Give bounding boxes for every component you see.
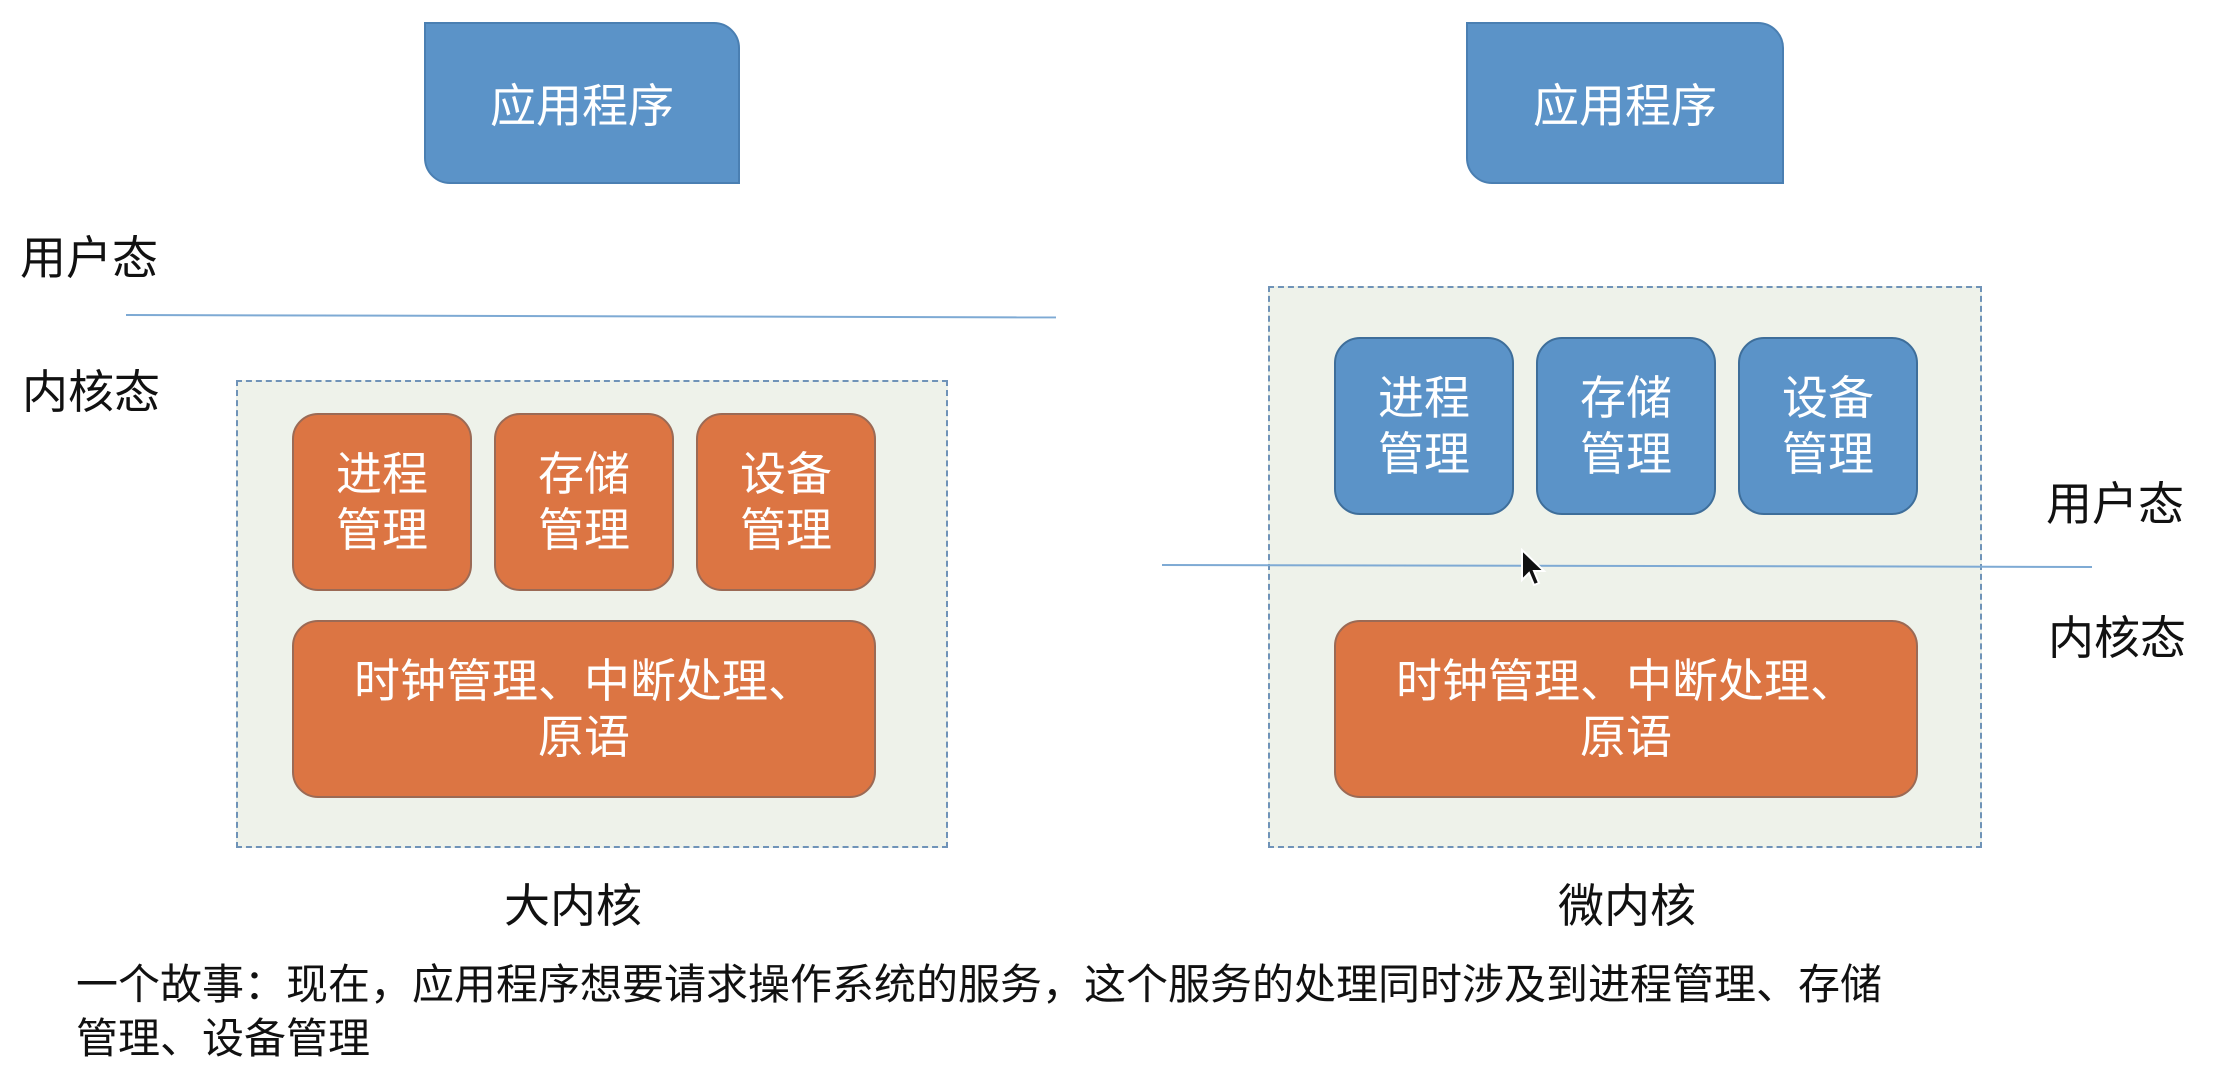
right-application-label: 应用程序 [1533,79,1717,133]
left-kernel-mode-label: 内核态 [22,365,160,419]
left-application-label: 应用程序 [490,79,674,133]
right-device-line2: 管理 [1782,427,1874,481]
left-mode-divider [125,314,1056,319]
right-process-line1: 进程 [1378,371,1470,425]
left-storage-management-module: 存储 管理 [494,413,674,591]
left-process-line1: 进程 [336,447,428,501]
left-device-line2: 管理 [740,503,832,557]
left-device-line1: 设备 [740,447,832,501]
right-kernel-mode-label: 内核态 [2048,611,2186,665]
right-core-line2: 原语 [1580,710,1672,764]
left-core-line2: 原语 [538,710,630,764]
left-core-functions-module: 时钟管理、中断处理、 原语 [292,620,876,798]
right-storage-management-module: 存储 管理 [1536,337,1716,515]
left-diagram-caption: 大内核 [504,879,642,933]
right-device-line1: 设备 [1782,371,1874,425]
left-process-line2: 管理 [336,503,428,557]
left-core-line1: 时钟管理、中断处理、 [354,654,814,708]
right-diagram-caption: 微内核 [1558,879,1696,933]
right-core-line1: 时钟管理、中断处理、 [1396,654,1856,708]
left-storage-line1: 存储 [538,447,630,501]
right-device-management-module: 设备 管理 [1738,337,1918,515]
right-application-box: 应用程序 [1466,22,1784,184]
mouse-pointer-icon [1521,548,1547,587]
right-core-functions-module: 时钟管理、中断处理、 原语 [1334,620,1918,798]
right-process-management-module: 进程 管理 [1334,337,1514,515]
left-application-box: 应用程序 [424,22,740,184]
right-user-mode-label: 用户态 [2046,477,2184,531]
left-storage-line2: 管理 [538,503,630,557]
story-text: 一个故事：现在，应用程序想要请求操作系统的服务，这个服务的处理同时涉及到进程管理… [76,958,2196,1066]
story-line-2: 管理、设备管理 [76,1014,371,1063]
story-line-1: 一个故事：现在，应用程序想要请求操作系统的服务，这个服务的处理同时涉及到进程管理… [76,960,1883,1009]
left-process-management-module: 进程 管理 [292,413,472,591]
right-storage-line1: 存储 [1580,371,1672,425]
right-process-line2: 管理 [1378,427,1470,481]
left-device-management-module: 设备 管理 [696,413,876,591]
right-storage-line2: 管理 [1580,427,1672,481]
left-user-mode-label: 用户态 [20,231,158,285]
